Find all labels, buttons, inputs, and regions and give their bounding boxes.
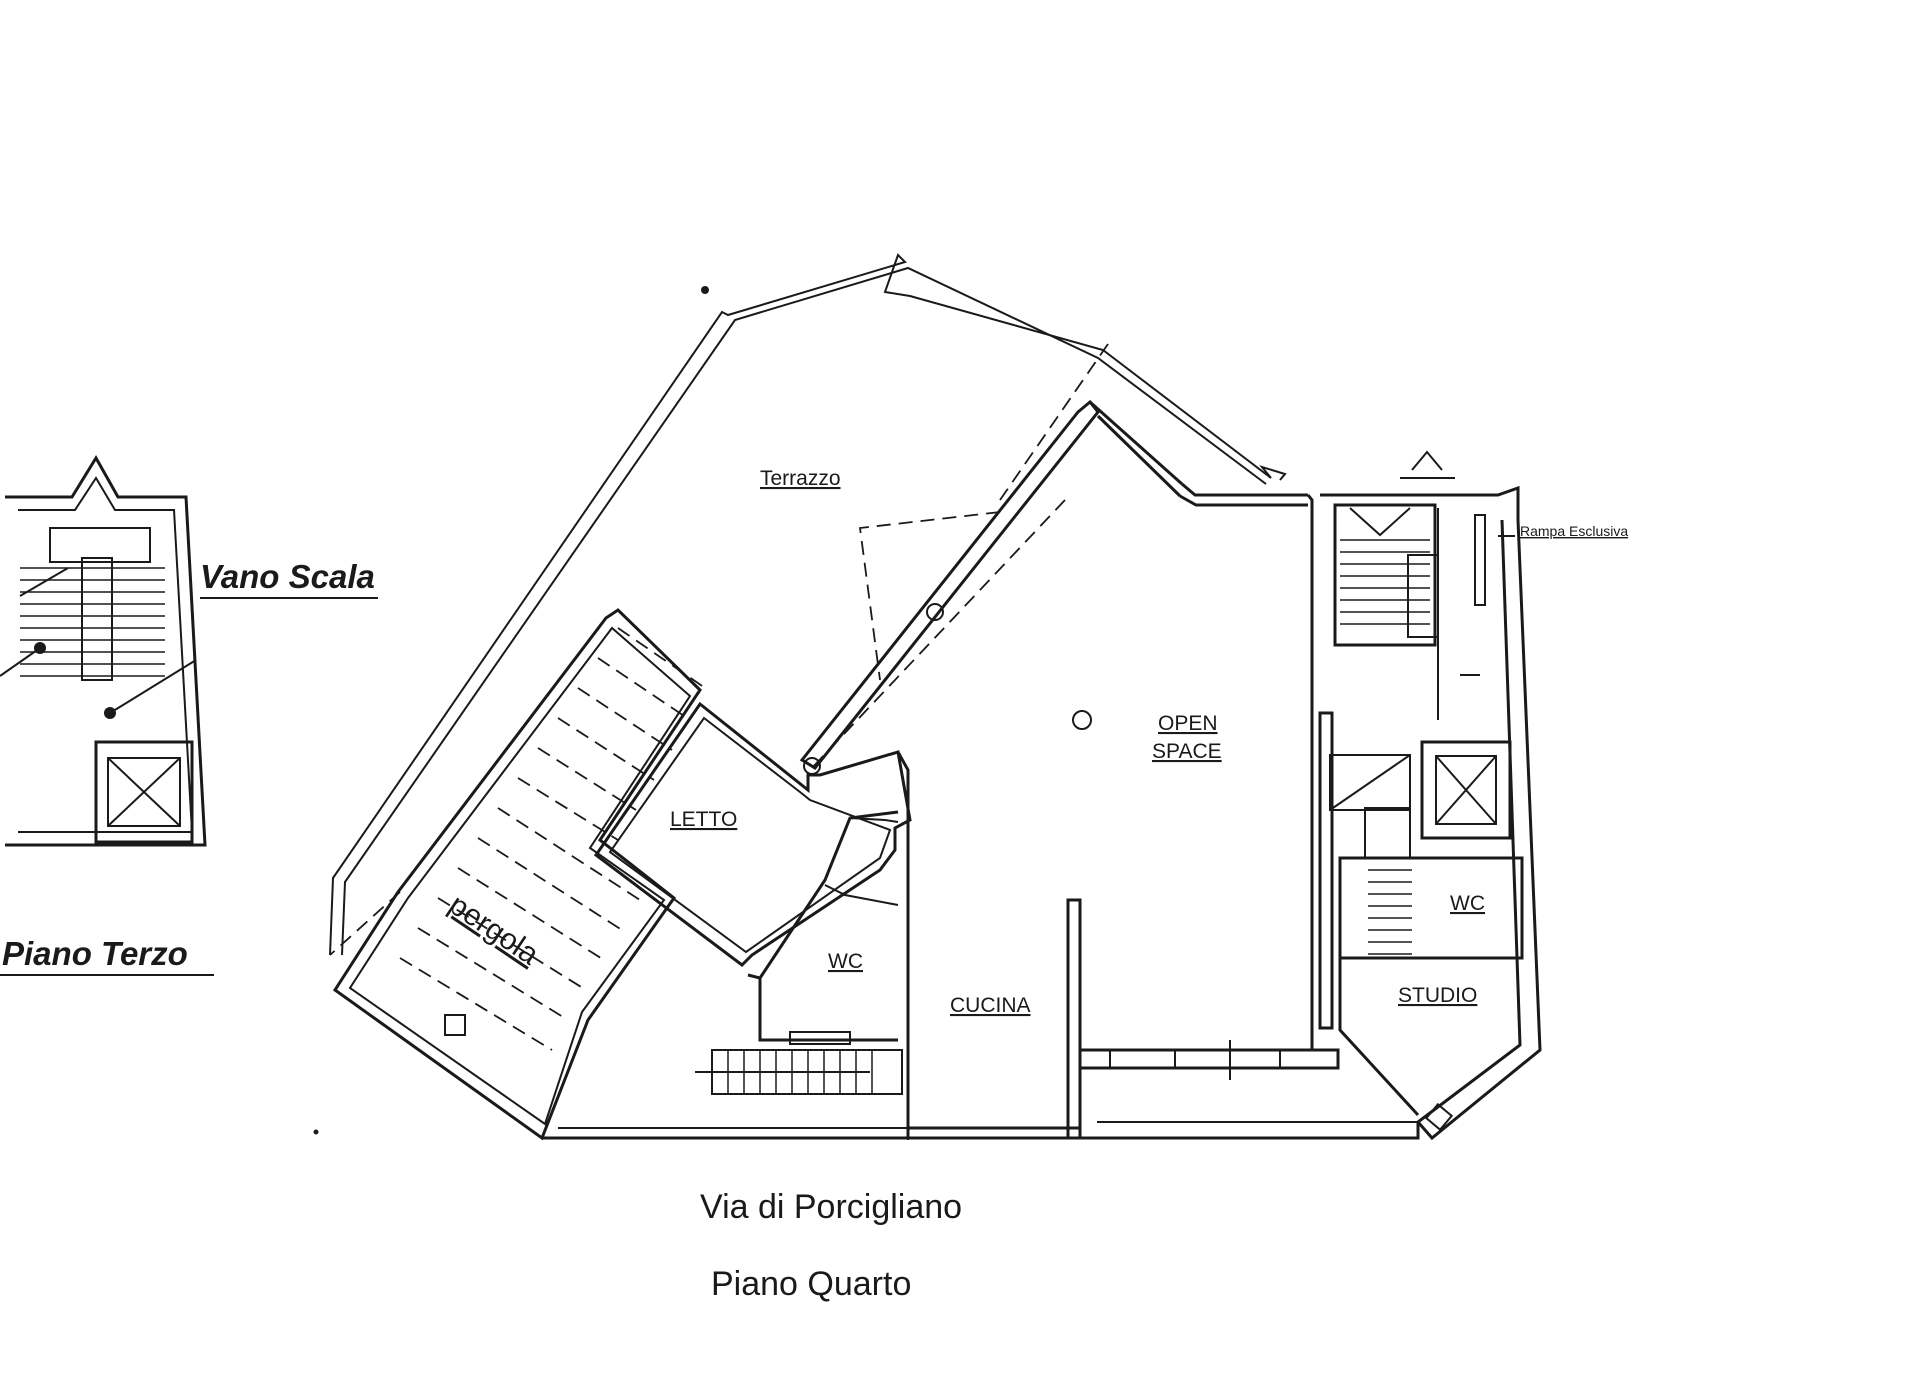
facade-wall-top xyxy=(1181,482,1308,497)
wc-left-window xyxy=(789,1031,851,1045)
right-block-roof xyxy=(1411,450,1443,471)
terrazzo-label: Terrazzo xyxy=(760,467,841,490)
stair-right-top xyxy=(1333,503,1439,647)
floor-caption: Piano Quarto xyxy=(711,1265,911,1303)
wc-left-label: WC xyxy=(828,950,863,973)
wc-left-wall-west xyxy=(758,810,899,979)
elevator-icon xyxy=(94,740,194,844)
pergola-label: pergola xyxy=(443,888,545,971)
terrace-railing-inner xyxy=(341,266,1267,956)
piano-terzo-title: Piano Terzo xyxy=(2,935,188,972)
street-caption: Via di Porcigliano xyxy=(700,1188,962,1226)
column-center xyxy=(1072,710,1092,730)
pergola-post xyxy=(444,1014,466,1036)
pergola-edge-dash xyxy=(329,891,401,956)
wc-left-wall-east xyxy=(896,751,910,1138)
wc-right-label: WC xyxy=(1450,892,1485,915)
wc-left-door xyxy=(824,884,899,906)
speck-mark xyxy=(701,286,709,294)
right-block-west-wall xyxy=(1306,494,1340,1068)
inset-leader-line-2 xyxy=(0,647,41,677)
right-block-north-wall xyxy=(1320,485,1520,520)
studio-column xyxy=(1424,1102,1454,1132)
rampa-label: Rampa Esclusiva xyxy=(1520,523,1628,539)
terrace-dash-1 xyxy=(999,343,1109,501)
cucina-divider xyxy=(1066,898,1082,1140)
main-plan: pergola LETTO WC xyxy=(313,253,1628,1141)
inset-inner-outline xyxy=(18,476,194,833)
inset-outline xyxy=(5,455,207,847)
vano-scala-inset: Vano Scala Piano Terzo xyxy=(0,455,378,976)
studio-walls xyxy=(1338,958,1420,1117)
facade-wall-diagonal xyxy=(799,399,1100,770)
open-space-label-2: SPACE xyxy=(1152,740,1222,763)
inset-arrow-line xyxy=(19,567,69,597)
terrace-railing xyxy=(329,253,1287,956)
inset-leader-line xyxy=(109,659,197,714)
terrace-dash-3 xyxy=(809,499,1066,771)
terrace-dash-2 xyxy=(858,511,1001,681)
column-1 xyxy=(926,603,944,621)
vano-scala-title: Vano Scala xyxy=(200,558,375,595)
wc-left-wall-south xyxy=(747,973,898,1042)
pergola-block: pergola xyxy=(329,608,709,1141)
stair-bottom-left xyxy=(695,1049,903,1095)
letto-label: LETTO xyxy=(670,808,737,831)
inset-stair-core xyxy=(81,557,113,681)
bottom-wall xyxy=(542,1122,1420,1140)
letto-room xyxy=(593,701,912,967)
inset-landing xyxy=(49,527,151,563)
open-space-south-wall xyxy=(1078,1048,1340,1070)
inset-stair xyxy=(20,567,165,677)
elevator-icon-right xyxy=(1420,740,1512,840)
letto-room-inner xyxy=(608,716,892,954)
cucina-label: CUCINA xyxy=(950,994,1031,1017)
stair-right-middle xyxy=(1329,754,1412,955)
right-block-inner-wall xyxy=(1318,711,1334,1030)
open-space-label-1: OPEN xyxy=(1158,712,1218,735)
facade-wall-upper-inner xyxy=(1096,414,1182,498)
speck-mark-2 xyxy=(313,1129,319,1135)
right-corridor-door xyxy=(1474,514,1486,606)
wc-left-door-2 xyxy=(849,817,899,823)
facade-wall-top-inner xyxy=(1179,494,1308,507)
facade-wall-upper xyxy=(1089,400,1183,486)
studio-label: STUDIO xyxy=(1398,984,1477,1007)
pergola-slats xyxy=(399,627,709,1051)
wc-right-room xyxy=(1338,856,1524,960)
